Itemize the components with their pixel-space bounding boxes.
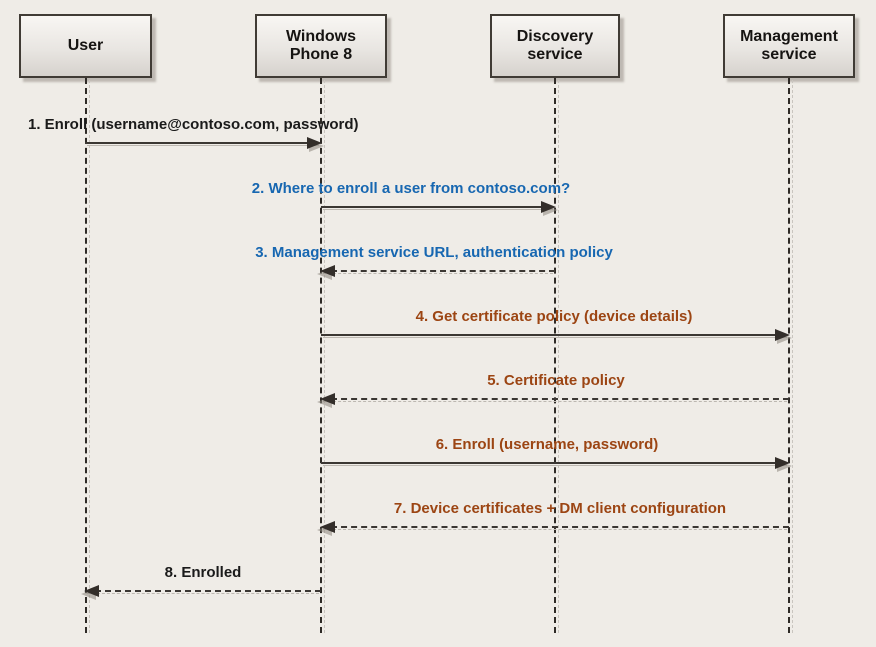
arrowhead-right-icon bbox=[541, 201, 556, 213]
arrowhead-right-icon bbox=[775, 457, 790, 469]
message-4-line bbox=[321, 334, 779, 336]
message-1-arrow bbox=[85, 137, 324, 152]
message-6-arrow bbox=[321, 457, 792, 472]
actor-user: User bbox=[19, 14, 152, 633]
message-1-line-shadow bbox=[87, 145, 319, 146]
actor-management-service-label: Management service bbox=[740, 27, 838, 63]
message-7-label: 7. Device certificates + DM client confi… bbox=[393, 500, 727, 517]
message-6-line-shadow bbox=[323, 465, 787, 466]
actor-management-service-box: Management service bbox=[723, 14, 855, 78]
actor-user-label: User bbox=[67, 36, 104, 54]
message-3-line bbox=[331, 270, 555, 272]
arrowhead-left-icon bbox=[320, 265, 335, 277]
lifeline-management-service bbox=[788, 78, 793, 633]
message-6-line bbox=[321, 462, 779, 464]
lifeline-windows-phone-8 bbox=[320, 78, 325, 633]
arrowhead-left-icon bbox=[320, 393, 335, 405]
message-5-arrow bbox=[317, 393, 789, 408]
lifeline-discovery-service bbox=[554, 78, 559, 633]
message-8-line-shadow bbox=[87, 593, 319, 594]
actor-discovery-service-box: Discovery service bbox=[490, 14, 620, 78]
message-2-label: 2. Where to enroll a user from contoso.c… bbox=[251, 180, 571, 197]
actor-user-box: User bbox=[19, 14, 152, 78]
message-7-arrow bbox=[317, 521, 789, 536]
message-4-arrow bbox=[321, 329, 792, 344]
arrowhead-right-icon bbox=[307, 137, 322, 149]
actor-discovery-service: Discovery service bbox=[490, 14, 620, 633]
message-8-line bbox=[95, 590, 321, 592]
lifeline-user bbox=[84, 78, 90, 633]
actor-windows-phone-8-box: Windows Phone 8 bbox=[255, 14, 387, 78]
actor-windows-phone-8: Windows Phone 8 bbox=[255, 14, 387, 633]
message-3-label: 3. Management service URL, authenticatio… bbox=[255, 244, 613, 261]
message-2-arrow bbox=[321, 201, 558, 216]
message-5-line-shadow bbox=[323, 401, 787, 402]
message-4-line-shadow bbox=[323, 337, 787, 338]
message-8-arrow bbox=[81, 585, 321, 600]
actor-management-service: Management service bbox=[723, 14, 855, 633]
arrowhead-left-icon bbox=[84, 585, 99, 597]
message-2-line-shadow bbox=[323, 209, 553, 210]
message-7-line-shadow bbox=[323, 529, 787, 530]
message-1-label: 1. Enroll (username@contoso.com, passwor… bbox=[28, 116, 359, 133]
arrowhead-right-icon bbox=[775, 329, 790, 341]
message-5-line bbox=[331, 398, 789, 400]
message-5-label: 5. Certificate policy bbox=[487, 372, 625, 389]
actor-windows-phone-8-label: Windows Phone 8 bbox=[285, 27, 357, 63]
message-2-line bbox=[321, 206, 545, 208]
arrowhead-left-icon bbox=[320, 521, 335, 533]
message-8-label: 8. Enrolled bbox=[164, 564, 242, 581]
message-1-line bbox=[85, 142, 311, 144]
message-4-label: 4. Get certificate policy (device detail… bbox=[415, 308, 693, 325]
message-3-arrow bbox=[317, 265, 555, 280]
message-7-line bbox=[331, 526, 789, 528]
actor-discovery-service-label: Discovery service bbox=[516, 27, 594, 63]
message-6-label: 6. Enroll (username, password) bbox=[435, 436, 659, 453]
message-3-line-shadow bbox=[323, 273, 553, 274]
